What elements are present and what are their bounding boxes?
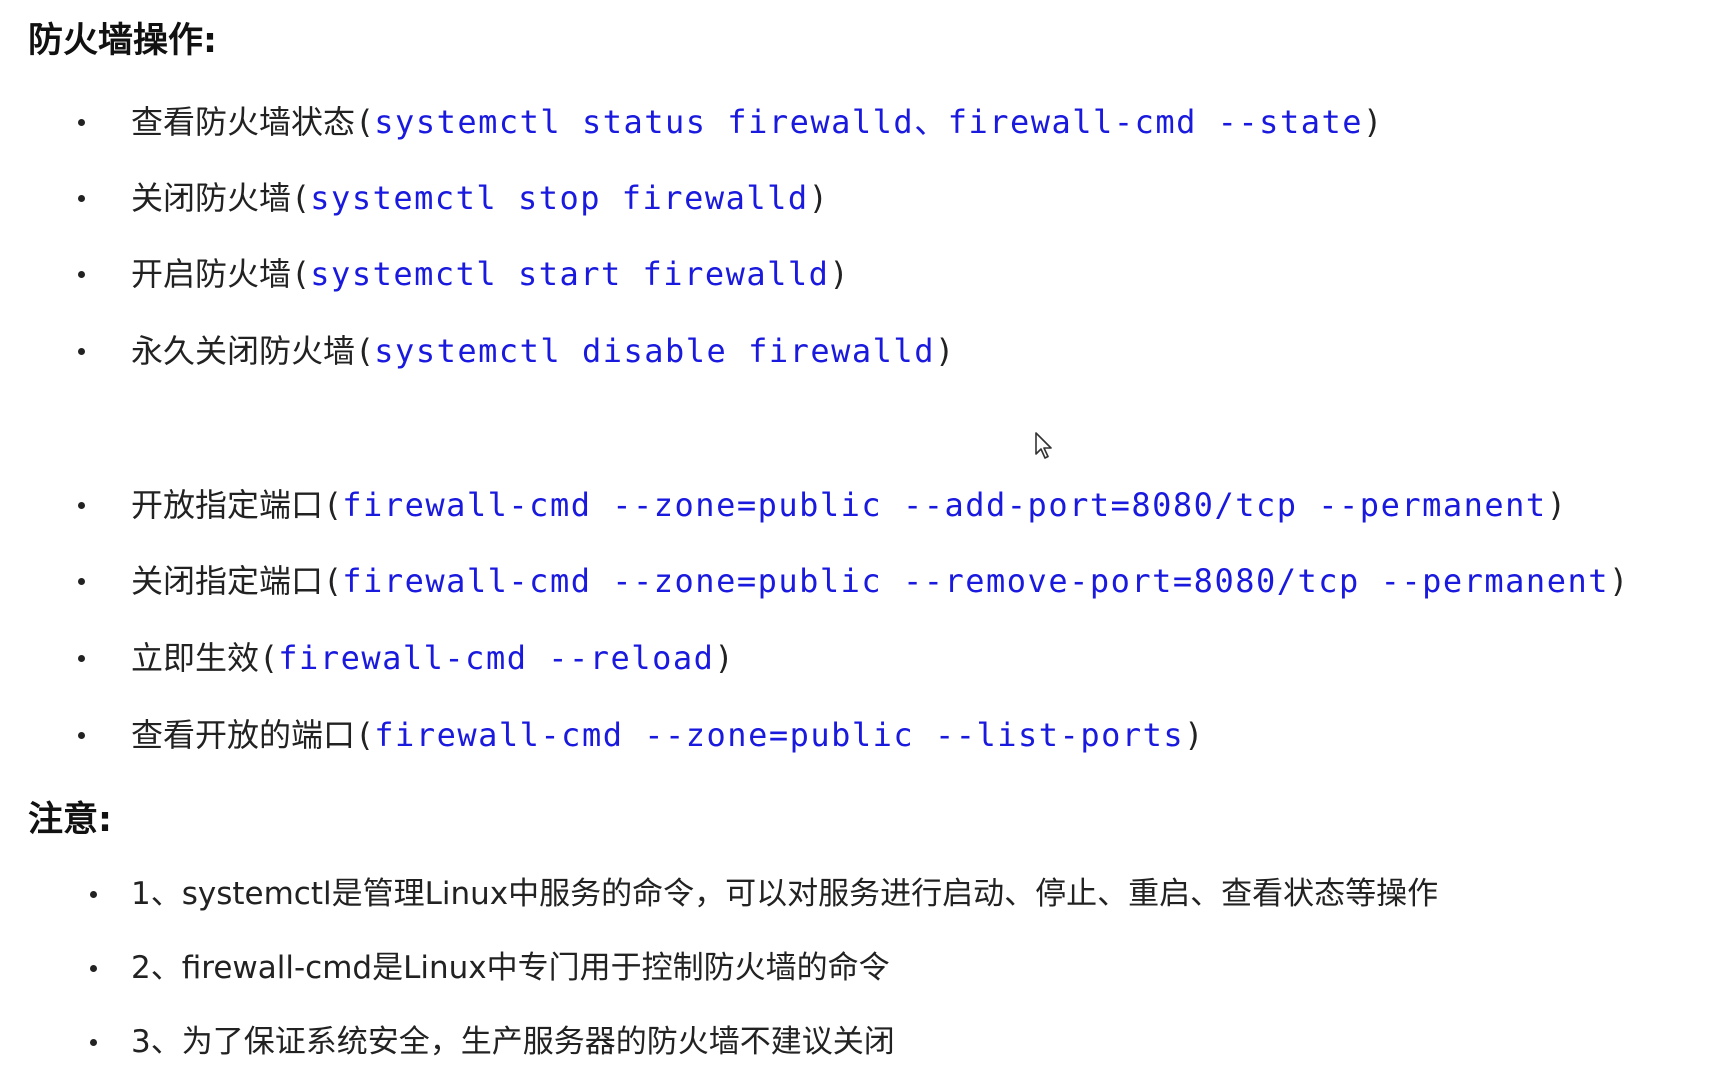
open-paren: (: [323, 562, 343, 600]
open-paren: (: [355, 716, 375, 754]
command-text: systemctl stop firewalld: [310, 179, 809, 217]
command-text: firewall-cmd --zone=public --list-ports: [374, 716, 1185, 754]
note-text: 2、firewall-cmd是Linux中专门用于控制防火墙的命令: [131, 950, 890, 986]
bullet-dot-icon: [78, 270, 85, 278]
close-paren: ): [1184, 716, 1204, 754]
bullet-dot-icon: [90, 964, 97, 972]
command-text: firewall-cmd --zone=public --remove-port…: [342, 562, 1609, 600]
mouse-pointer-icon: [1035, 432, 1052, 459]
item-label: 查看开放的端口: [131, 716, 356, 754]
item-label: 开放指定端口: [131, 486, 324, 524]
bullet-dot-icon: [78, 501, 85, 509]
note-text: 3、为了保证系统安全，生产服务器的防火墙不建议关闭: [131, 1024, 895, 1060]
open-paren: (: [291, 255, 311, 293]
open-paren: (: [323, 486, 343, 524]
command-text: firewall-cmd --zone=public --add-port=80…: [342, 486, 1547, 524]
item-label: 开启防火墙: [131, 255, 292, 293]
command-text: systemctl start firewalld: [310, 255, 830, 293]
section-heading-firewall-operations: 防火墙操作:: [28, 21, 217, 61]
bullet-dot-icon: [90, 1038, 97, 1046]
command-text: firewall-cmd --reload: [278, 639, 715, 677]
close-paren: ): [1363, 103, 1383, 141]
open-paren: (: [259, 639, 279, 677]
bullet-dot-icon: [78, 577, 85, 585]
item-label: 查看防火墙状态: [131, 103, 356, 141]
close-paren: ): [808, 179, 828, 217]
close-paren: ): [1546, 486, 1566, 524]
close-paren: ): [829, 255, 849, 293]
command-text: systemctl disable firewalld: [374, 332, 935, 370]
open-paren: (: [355, 103, 375, 141]
item-label: 立即生效: [131, 639, 260, 677]
bullet-dot-icon: [90, 890, 97, 898]
section-heading-notes: 注意:: [28, 800, 112, 840]
note-text: 1、systemctl是管理Linux中服务的命令，可以对服务进行启动、停止、重…: [131, 876, 1439, 912]
bullet-dot-icon: [78, 731, 85, 739]
close-paren: ): [934, 332, 955, 370]
item-label: 关闭防火墙: [131, 179, 292, 217]
bullet-dot-icon: [78, 118, 85, 126]
bullet-dot-icon: [78, 194, 85, 202]
open-paren: (: [355, 332, 375, 370]
item-label: 永久关闭防火墙: [131, 332, 356, 370]
close-paren: ): [714, 639, 734, 677]
open-paren: (: [291, 179, 311, 217]
bullet-dot-icon: [78, 654, 85, 662]
bullet-dot-icon: [78, 347, 85, 355]
item-label: 关闭指定端口: [131, 562, 324, 600]
close-paren: ): [1608, 562, 1629, 600]
command-text: systemctl status firewalld、firewall-cmd …: [374, 103, 1364, 141]
